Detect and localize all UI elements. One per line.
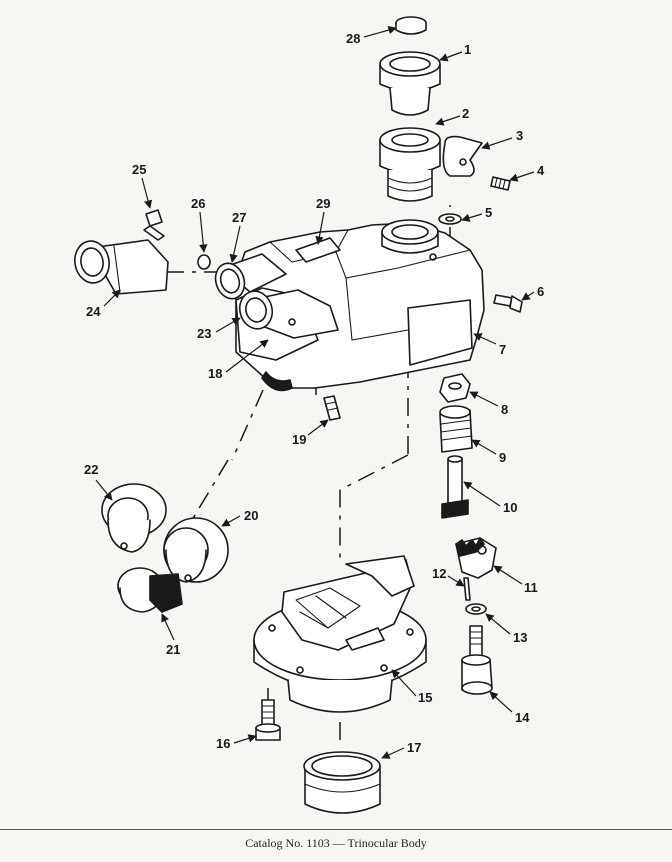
callout-19: 19 [292, 432, 306, 447]
callout-22: 22 [84, 462, 98, 477]
part-5-washer [438, 213, 462, 225]
callout-23: 23 [197, 326, 211, 341]
leader-lines [95, 26, 535, 759]
callout-5: 5 [485, 205, 492, 220]
callout-1: 1 [464, 42, 471, 57]
part-28-cap [395, 16, 427, 35]
part-23-eyetube [238, 289, 339, 339]
part-11-pinion [455, 537, 497, 579]
part-16-screw [255, 699, 281, 741]
part-25-screw [143, 209, 165, 241]
callout-20: 20 [244, 508, 258, 523]
callout-16: 16 [216, 736, 230, 751]
callout-17: 17 [407, 740, 421, 755]
part-4-screw [490, 176, 511, 191]
callout-labels: 28 1 2 3 4 5 6 7 8 9 10 11 12 13 14 15 1… [84, 31, 545, 755]
part-14-screw [461, 625, 493, 695]
part-15-base [253, 555, 427, 713]
callout-3: 3 [516, 128, 523, 143]
part-19-setscrew [323, 395, 341, 421]
part-26-ring [197, 254, 211, 270]
caption-divider [0, 829, 672, 830]
callout-10: 10 [503, 500, 517, 515]
callout-14: 14 [515, 710, 530, 725]
part-22-tube [101, 483, 167, 553]
figure-caption: Catalog No. 1103 — Trinocular Body [245, 836, 427, 850]
callout-13: 13 [513, 630, 527, 645]
part-12-pin [463, 577, 471, 601]
callout-24: 24 [86, 304, 101, 319]
callout-29: 29 [316, 196, 330, 211]
part-9-knob [439, 405, 473, 453]
callout-27: 27 [232, 210, 246, 225]
callout-26: 26 [191, 196, 205, 211]
callout-7: 7 [499, 342, 506, 357]
callout-9: 9 [499, 450, 506, 465]
part-17-collar [303, 751, 381, 814]
part-1-sleeve [379, 51, 441, 116]
callout-4: 4 [537, 163, 545, 178]
callout-2: 2 [462, 106, 469, 121]
part-20-tube [163, 517, 229, 583]
part-6-screw [493, 294, 523, 313]
callout-25: 25 [132, 162, 146, 177]
part-13-washer [465, 603, 487, 615]
part-10-shaft [441, 455, 469, 519]
part-24-eyepiece [74, 239, 169, 295]
callout-8: 8 [501, 402, 508, 417]
part-21-objective [117, 567, 183, 613]
part-3-clamp [442, 135, 483, 177]
callout-18: 18 [208, 366, 222, 381]
callout-21: 21 [166, 642, 180, 657]
part-2-adapter [379, 127, 441, 202]
callout-28: 28 [346, 31, 360, 46]
part-8-nut [439, 373, 471, 403]
callout-6: 6 [537, 284, 544, 299]
callout-11: 11 [524, 580, 538, 595]
callout-12: 12 [432, 566, 446, 581]
part-27-tube [214, 253, 287, 300]
callout-15: 15 [418, 690, 432, 705]
